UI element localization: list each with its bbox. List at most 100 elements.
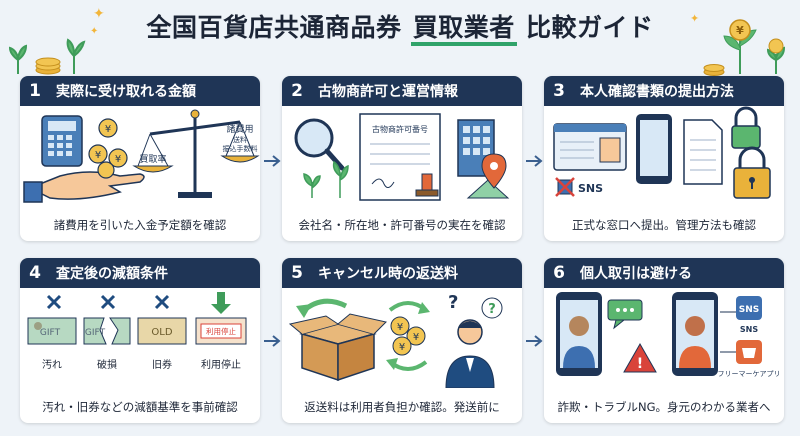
hand-coins-icon: ¥ ¥ ¥	[23, 118, 145, 203]
card-title: 個人取引は避ける	[580, 266, 692, 282]
item-label: 汚れ	[42, 358, 62, 371]
yen-symbol: ¥	[105, 124, 111, 135]
card-title: 本人確認書類の提出方法	[580, 84, 734, 100]
card-number: 4	[29, 263, 41, 283]
card-reduction-conditions: 4 査定後の減額条件 GIFT GIFT OLD 利用	[20, 258, 260, 423]
card-id-documents: 3 本人確認書類の提出方法 SNS	[544, 76, 784, 241]
arrow-right-icon	[264, 335, 281, 347]
card-header: 5 キャンセル時の返送料	[282, 258, 522, 288]
phone-person-left-icon	[556, 292, 602, 376]
card-header: 1 実際に受け取れる金額	[20, 76, 260, 106]
card-header: 6 個人取引は避ける	[544, 258, 784, 288]
license-illustration: 古物商許可番号	[294, 113, 510, 201]
gift-label: GIFT	[85, 328, 106, 338]
suspended-ticket-icon: 利用停止	[195, 317, 247, 345]
old-ticket-icon: OLD	[137, 317, 187, 345]
item-label: 破損	[97, 358, 117, 371]
license-document-icon: 古物商許可番号	[359, 113, 441, 201]
cardboard-box-icon	[288, 313, 387, 382]
card-caption: 汚れ・旧券などの減額基準を事前確認	[42, 400, 238, 414]
card-cancel-return: 5 キャンセル時の返送料 ¥ ¥ ¥ ?	[282, 258, 522, 423]
title-part1: 全国百貨店共通商品券	[146, 13, 411, 42]
card-caption: 詐欺・トラブルNG。身元のわかる業者へ	[557, 400, 771, 414]
private-trade-illustration: ! SNS SNS フリーマーケアプリ	[556, 292, 781, 378]
document-icon	[683, 119, 723, 185]
card-number: 6	[553, 263, 565, 283]
coin-plant-right-icon: ¥	[703, 19, 786, 76]
padlock-icon	[731, 106, 771, 199]
scale-right-sub2: 振込手数料	[223, 144, 258, 153]
license-label: 古物商許可番号	[372, 124, 428, 134]
card-header: 3 本人確認書類の提出方法	[544, 76, 784, 106]
sns-text-label: SNS	[740, 325, 758, 334]
map-pin-icon	[466, 153, 510, 199]
chat-bubble-icon	[607, 299, 643, 330]
card-number: 3	[553, 81, 565, 101]
reduction-illustration: GIFT GIFT OLD 利用停止 汚れ 破損 旧券 利用停止	[27, 292, 247, 371]
card-number: 1	[29, 81, 41, 101]
sns-forbidden-icon: SNS	[555, 177, 603, 197]
scale-left-label: 買取率	[139, 153, 166, 165]
dirty-ticket-icon: GIFT	[27, 317, 77, 345]
building-icon	[457, 119, 495, 177]
torn-ticket-icon: GIFT	[83, 317, 131, 345]
card-title: 査定後の減額条件	[56, 266, 168, 282]
item-label: 利用停止	[201, 358, 241, 371]
arrow-right-icon	[526, 335, 543, 347]
flea-market-label: フリーマーケアプリ	[718, 370, 781, 378]
scale-right-sub1: 送料	[233, 135, 247, 144]
svg-text:¥: ¥	[736, 24, 744, 37]
card-caption: 正式な窓口へ提出。管理方法も確認	[572, 218, 756, 232]
coin-plant-left-icon	[8, 38, 86, 75]
card-title: 実際に受け取れる金額	[56, 84, 196, 100]
card-title: 古物商許可と運営情報	[318, 84, 458, 100]
down-arrow-icon	[211, 292, 231, 314]
x-mark-icon	[46, 294, 170, 310]
return-arrow-icon	[296, 298, 348, 318]
yen-symbol: ¥	[115, 154, 121, 165]
return-shipping-illustration: ¥ ¥ ¥ ? ?	[288, 292, 503, 388]
calculator-icon	[41, 115, 83, 167]
gift-label: GIFT	[40, 328, 61, 338]
card-caption: 会社名・所在地・許可番号の実在を確認	[298, 218, 506, 232]
card-caption: 返送料は利用者負担か確認。発送前に	[304, 400, 500, 414]
smartphone-icon	[636, 114, 672, 184]
sns-box-label: SNS	[739, 305, 760, 315]
id-documents-illustration: SNS	[553, 106, 771, 199]
question-person-icon: ? ?	[445, 292, 503, 388]
sparkle-icon: ✦	[690, 12, 700, 25]
cycle-coins-icon: ¥ ¥ ¥	[386, 301, 430, 371]
item-label: 旧券	[152, 358, 172, 371]
sns-app-icon: SNS SNS	[720, 296, 762, 334]
title-part2: 比較ガイド	[516, 13, 654, 42]
question-mark: ?	[448, 292, 458, 313]
card-number: 2	[291, 81, 303, 101]
scale-right-label: 諸費用	[226, 123, 253, 135]
card-received-amount: 1 実際に受け取れる金額 ¥ ¥ ¥	[20, 76, 260, 241]
card-title: キャンセル時の返送料	[318, 266, 458, 282]
card-caption: 諸費用を引いた入金予定額を確認	[53, 218, 227, 232]
page-title: 全国百貨店共通商品券 買取業者 比較ガイド	[0, 8, 800, 46]
old-label: OLD	[151, 327, 172, 338]
card-avoid-private-trade: 6 個人取引は避ける ! SNS SNS	[544, 258, 784, 423]
arrow-right-icon	[526, 155, 543, 167]
sparkle-icon: ✦	[90, 26, 99, 37]
magnifier-icon	[294, 118, 345, 171]
balance-scale-icon: 買取率 諸費用 送料 振込手数料	[132, 109, 260, 198]
flea-market-app-icon: フリーマーケアプリ	[718, 340, 781, 378]
id-card-icon	[553, 123, 627, 171]
card-license-info: 2 古物商許可と運営情報 古物商許可番号	[282, 76, 522, 241]
card-header: 2 古物商許可と運営情報	[282, 76, 522, 106]
warning-icon: !	[623, 342, 657, 373]
plant-icon	[303, 160, 349, 198]
phone-person-right-icon	[672, 292, 718, 376]
title-highlight: 買取業者	[410, 13, 517, 46]
stop-label: 利用停止	[206, 326, 236, 336]
sns-label: SNS	[578, 182, 603, 195]
yen-symbol: ¥	[399, 342, 405, 353]
card-header: 4 査定後の減額条件	[20, 258, 260, 288]
yen-symbol: ¥	[95, 150, 101, 161]
sparkle-icon: ✦	[93, 6, 105, 22]
warning-mark: !	[637, 356, 643, 372]
arrow-right-icon	[264, 155, 281, 167]
